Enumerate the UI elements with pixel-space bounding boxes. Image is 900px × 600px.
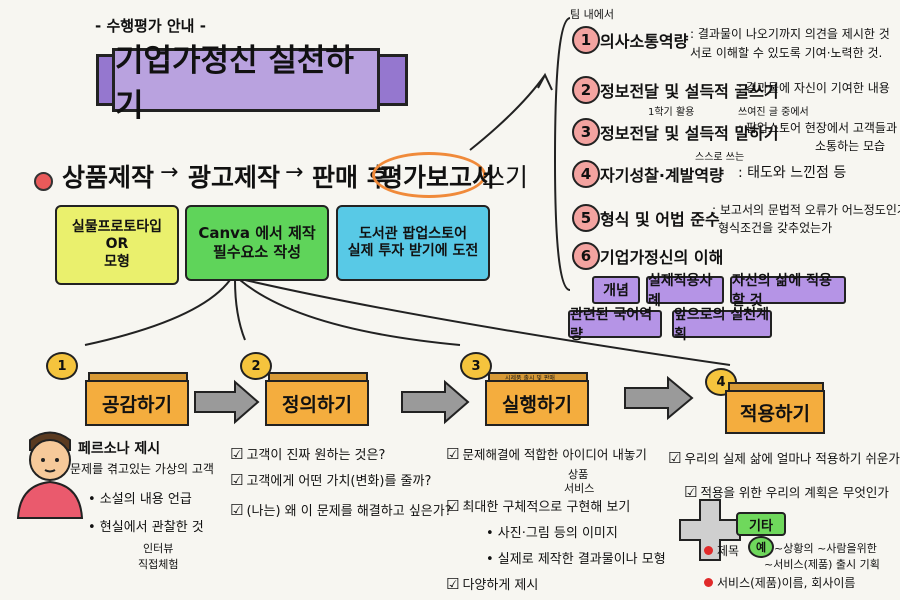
define-item-3: ☑(나는) 왜 이 문제를 해결하고 싶은가?	[230, 501, 452, 519]
persona-desc: 문제를 겪고있는 가상의 고객	[70, 462, 214, 476]
persona-aside-2: 직접체험	[138, 558, 179, 571]
criteria-note-4: 스스로 쓰는	[695, 152, 745, 163]
checkbox-icon: ☑	[684, 483, 698, 501]
execute-bullet-1: • 사진·그림 등의 이미지	[486, 526, 618, 541]
misc-example-text: ~상황의 ~사람을위한	[774, 542, 877, 555]
criteria-title-4: 자기성찰·계발역량	[600, 166, 724, 185]
stage-box-empathize: 공감하기	[85, 380, 189, 426]
persona-heading: 페르소나 제시	[78, 441, 161, 457]
execute-aside-2: 서비스	[564, 482, 595, 495]
persona-avatar-icon	[16, 431, 84, 519]
tag-case: 실제적용사례	[646, 273, 724, 309]
criteria-number-6: 6	[572, 242, 600, 270]
flow-step-product: 상품제작	[62, 163, 155, 192]
bubble-prototype-line2: OR	[105, 236, 129, 253]
apply-item-1: ☑우리의 실제 삶에 얼마나 적용하기 쉬운가	[668, 449, 900, 467]
checkbox-icon: ☑	[446, 575, 460, 593]
checkbox-icon: ☑	[230, 501, 244, 519]
execute-bullet-2: • 실제로 제작한 결과물이나 모형	[486, 552, 666, 567]
execute-aside-1: 상품	[568, 468, 589, 481]
define-item-2: ☑고객에게 어떤 가치(변화)를 줄까?	[230, 471, 432, 489]
execute-item-2: ☑최대한 구체적으로 구현해 보기	[446, 497, 631, 515]
checkbox-icon: ☑	[446, 497, 460, 515]
arrow-right-icon: →	[160, 160, 179, 185]
stage-box-define: 정의하기	[265, 380, 369, 426]
criteria-title-6: 기업가정신의 이해	[600, 248, 724, 267]
tag-concept: 개념	[592, 276, 640, 304]
criteria-desc-1b: 서로 이해할 수 있도록 기여·노력한 것.	[690, 46, 883, 60]
stage-number-3: 3	[460, 352, 492, 380]
define-item-1: ☑고객이 진짜 원하는 것은?	[230, 445, 386, 463]
flow-step-report: 평가보고서	[380, 163, 496, 192]
bubble-popup-line2: 실제 투자 받기에 도전	[347, 243, 479, 259]
bubble-canva: Canva 에서 제작 필수요소 작성	[185, 205, 329, 281]
stage-number-2: 2	[240, 352, 272, 380]
execute-item-1: ☑문제해결에 적합한 아이디어 내놓기	[446, 445, 647, 463]
checkbox-icon: ☑	[446, 445, 460, 463]
misc-name-row: 서비스(제품)이름, 회사이름	[704, 574, 855, 591]
highlight-circle	[372, 152, 486, 198]
flow-bullet-icon	[34, 172, 53, 191]
apply-item-2: ☑적용을 위한 우리의 계획은 무엇인가	[684, 483, 889, 501]
criteria-desc-1: : 결과물이 나오기까지 의견을 제시한 것	[690, 27, 890, 41]
persona-bullet-1: • 소설의 내용 언급	[88, 492, 192, 507]
bubble-canva-line1: Canva 에서 제작	[198, 224, 316, 243]
page-title: 기업가정신 실천하기	[112, 43, 380, 124]
tag-future-plan: 앞으로의 실천계획	[672, 307, 772, 343]
criteria-title-2: 정보전달 및 설득적 글쓰기	[600, 82, 779, 101]
arrow-right-icon: →	[285, 160, 304, 185]
criteria-desc-4: : 태도와 느낀점 등	[738, 165, 847, 181]
stage-box-caption: 시제품 출시 및 판매	[505, 375, 555, 382]
criteria-title-5: 형식 및 어법 준수	[600, 210, 720, 229]
criteria-desc-5: : 보고서의 문법적 오류가 어느정도인가	[712, 203, 900, 217]
notice-label: - 수행평가 안내 -	[95, 17, 206, 35]
misc-title-row: 제목	[704, 542, 739, 559]
bubble-popup-store: 도서관 팝업스토어 실제 투자 받기에 도전	[336, 205, 490, 281]
misc-example-text-2: ~서비스(제품) 출시 기획	[764, 558, 880, 571]
flow-step-ad: 광고제작	[188, 163, 281, 192]
criteria-number-4: 4	[572, 160, 600, 188]
criteria-title-3: 정보전달 및 설득적 말하기	[600, 124, 779, 143]
checkbox-icon: ☑	[230, 445, 244, 463]
criteria-note-3: 쓰여진 글 중에서	[738, 107, 809, 118]
example-badge: 예	[748, 536, 774, 558]
criteria-desc-2: : 결과물에 자신이 기여한 내용	[738, 81, 890, 95]
checkbox-icon: ☑	[668, 449, 682, 467]
misc-tag: 기타	[736, 512, 786, 536]
criteria-number-1: 1	[572, 26, 600, 54]
bubble-prototype-line1: 실물프로토타입	[71, 218, 163, 235]
red-dot-icon	[704, 546, 713, 555]
criteria-desc-5b: 형식조건을 갖추었는가	[718, 221, 833, 235]
stage-box-apply: 적용하기	[725, 390, 825, 434]
bubble-prototype: 실물프로토타입 OR 모형	[55, 205, 179, 285]
tag-korean-competency: 관련된 국어역량	[568, 307, 662, 343]
persona-bullet-2: • 현실에서 관찰한 것	[88, 520, 204, 535]
red-dot-icon	[704, 578, 713, 587]
stage-box-execute: 실행하기	[485, 380, 589, 426]
persona-aside-1: 인터뷰	[143, 542, 174, 555]
criteria-number-2: 2	[572, 76, 600, 104]
criteria-number-3: 3	[572, 118, 600, 146]
tag-apply-life: 자신의 삶에 적용할 것	[730, 273, 846, 309]
criteria-desc-3: : 팝업스토어 현장에서 고객들과	[738, 121, 898, 135]
bubble-canva-line2: 필수요소 작성	[212, 243, 302, 261]
checkbox-icon: ☑	[230, 471, 244, 489]
criteria-desc-3b: 소통하는 모습	[815, 139, 886, 153]
criteria-note-3b: 1학기 활용	[648, 107, 695, 118]
stage-number-1: 1	[46, 352, 78, 380]
bubble-prototype-line3: 모형	[104, 253, 130, 270]
flow-step-write: 쓰기	[482, 163, 529, 192]
criteria-note-1: 팀 내에서	[570, 8, 614, 21]
criteria-number-5: 5	[572, 204, 600, 232]
execute-item-3: ☑다양하게 제시	[446, 575, 539, 593]
bubble-popup-line1: 도서관 팝업스토어	[359, 225, 467, 242]
criteria-title-1: 의사소통역량	[600, 32, 689, 51]
